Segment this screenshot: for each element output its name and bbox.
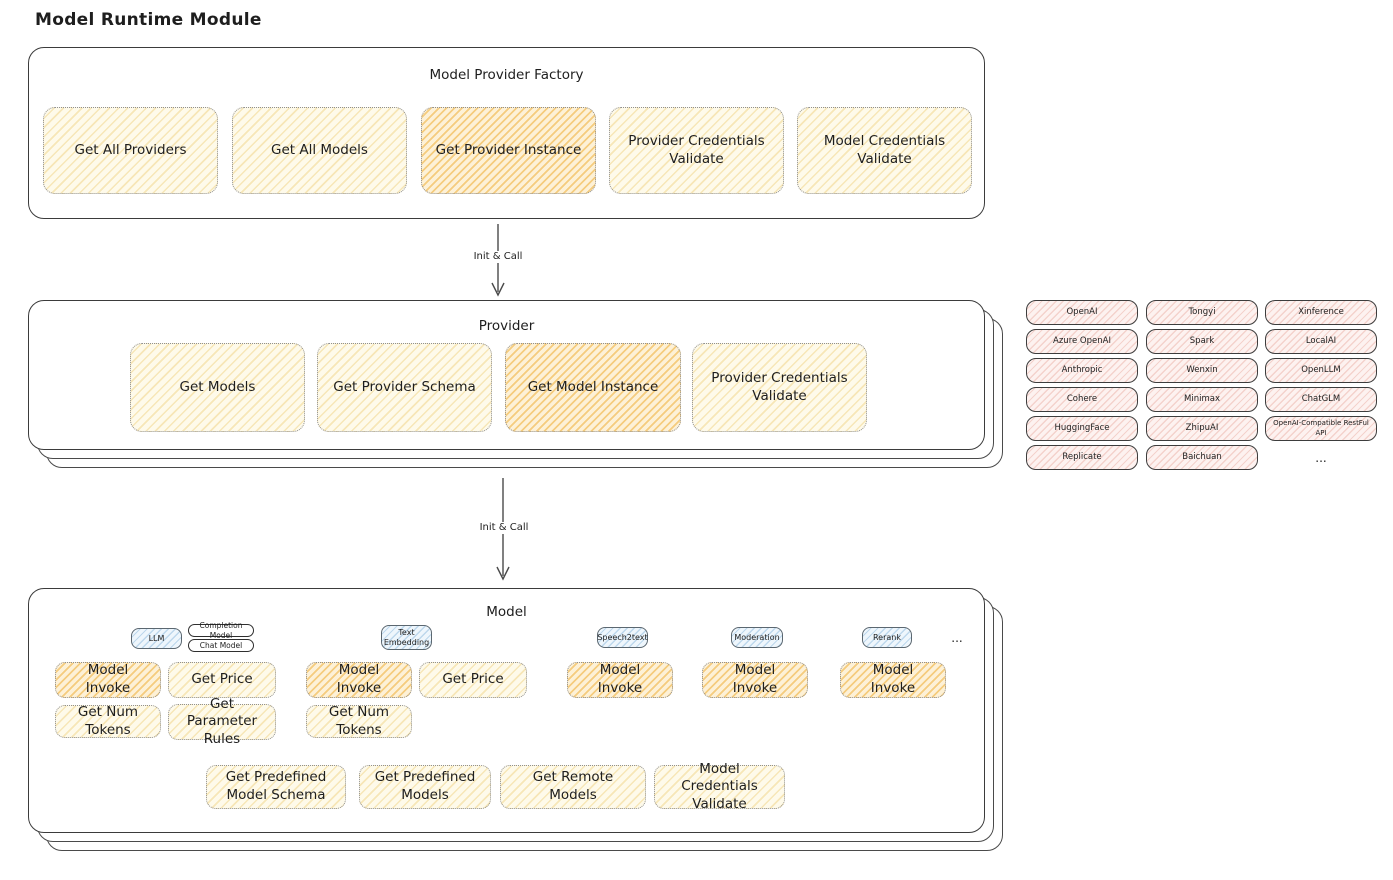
provider-anthropic: Anthropic	[1026, 358, 1138, 383]
provider-cohere: Cohere	[1026, 387, 1138, 412]
provider-wenxin: Wenxin	[1146, 358, 1258, 383]
model-panel-title: Model	[486, 604, 527, 620]
provider-openai-compatible: OpenAI-Compatible RestFul API	[1265, 416, 1377, 441]
arrow-label-init-call-1: Init & Call	[448, 251, 548, 263]
node-model-invoke-llm: Model Invoke	[55, 662, 161, 698]
node-model-invoke-moderation: Model Invoke	[702, 662, 808, 698]
factory-panel-title: Model Provider Factory	[429, 67, 584, 83]
tab-more-ellipsis: ...	[951, 631, 963, 645]
node-get-provider-instance: Get Provider Instance	[421, 107, 596, 194]
provider-zhipuai: ZhipuAI	[1146, 416, 1258, 441]
provider-replicate: Replicate	[1026, 445, 1138, 470]
node-get-remote-models: Get Remote Models	[500, 765, 646, 809]
tab-moderation: Moderation	[731, 627, 783, 648]
node-get-provider-schema: Get Provider Schema	[317, 343, 492, 432]
node-model-credentials-validate: Model Credentials Validate	[797, 107, 972, 194]
node-get-num-tokens-embedding: Get Num Tokens	[306, 704, 412, 738]
tab-chat-model: Chat Model	[188, 639, 254, 652]
node-model-invoke-rerank: Model Invoke	[840, 662, 946, 698]
node-model-invoke-speech2text: Model Invoke	[567, 662, 673, 698]
node-model-credentials-validate-2: Model Credentials Validate	[654, 761, 785, 812]
node-get-price-llm: Get Price	[168, 662, 276, 698]
provider-panel-title: Provider	[478, 318, 535, 334]
provider-more-ellipsis: ...	[1315, 450, 1327, 465]
node-get-predefined-models: Get Predefined Models	[359, 765, 491, 809]
provider-xinference: Xinference	[1265, 300, 1377, 325]
provider-baichuan: Baichuan	[1146, 445, 1258, 470]
provider-minimax: Minimax	[1146, 387, 1258, 412]
provider-tongyi: Tongyi	[1146, 300, 1258, 325]
provider-azure-openai: Azure OpenAI	[1026, 329, 1138, 354]
node-get-all-providers: Get All Providers	[43, 107, 218, 194]
node-provider-credentials-validate-2: Provider Credentials Validate	[692, 343, 867, 432]
tab-completion-model: Completion Model	[188, 621, 254, 640]
tab-rerank: Rerank	[862, 627, 912, 648]
provider-openllm: OpenLLM	[1265, 358, 1377, 383]
provider-openai: OpenAI	[1026, 300, 1138, 325]
node-get-models: Get Models	[130, 343, 305, 432]
provider-chatglm: ChatGLM	[1265, 387, 1377, 412]
node-get-price-embedding: Get Price	[419, 662, 527, 698]
node-get-model-instance: Get Model Instance	[505, 343, 681, 432]
node-get-num-tokens-llm: Get Num Tokens	[55, 704, 161, 738]
node-provider-credentials-validate: Provider Credentials Validate	[609, 107, 784, 194]
arrow-label-init-call-2: Init & Call	[454, 522, 554, 534]
node-model-invoke-embedding: Model Invoke	[306, 662, 412, 698]
tab-llm: LLM	[131, 628, 182, 649]
provider-huggingface: HuggingFace	[1026, 416, 1138, 441]
provider-localai: LocalAI	[1265, 329, 1377, 354]
tab-speech2text: Speech2text	[597, 627, 648, 648]
node-get-parameter-rules: Get Parameter Rules	[168, 696, 276, 747]
tab-text-embedding: Text Embedding	[381, 625, 432, 650]
node-get-predefined-model-schema: Get Predefined Model Schema	[206, 765, 346, 809]
provider-spark: Spark	[1146, 329, 1258, 354]
node-get-all-models: Get All Models	[232, 107, 407, 194]
diagram-title: Model Runtime Module	[35, 10, 262, 30]
